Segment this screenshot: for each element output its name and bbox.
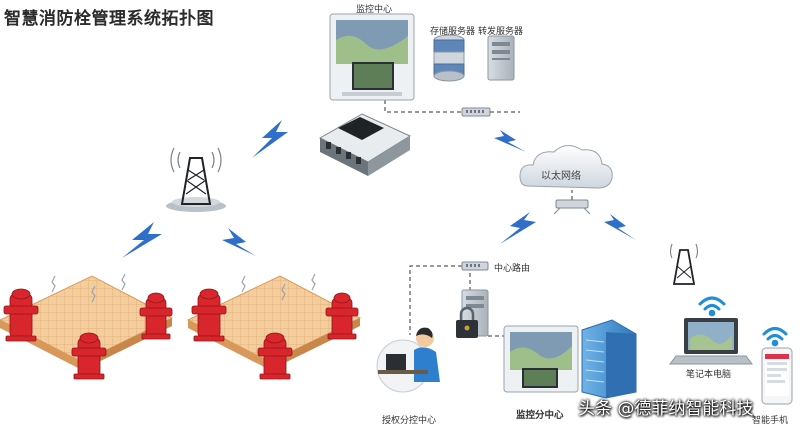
wifi-icon-laptop	[698, 296, 726, 317]
line-monitor-switch	[384, 100, 462, 113]
fire-hydrant-icon	[325, 292, 359, 340]
lightning-icon	[252, 120, 288, 158]
network-switch-top	[461, 107, 491, 117]
monitor-center-video-wall	[329, 13, 415, 101]
radio-tower-left	[166, 147, 226, 212]
network-switch-cloud	[553, 199, 591, 215]
label-center-router: 中心路由	[494, 264, 531, 274]
fire-hydrant-icon	[191, 288, 227, 342]
label-ethernet: 以太网络	[541, 171, 581, 182]
hydrants	[3, 288, 359, 380]
ethernet-cloud-icon	[519, 145, 613, 189]
laptop-icon	[669, 318, 753, 365]
lightning-icon	[122, 222, 162, 258]
lightning-icon	[604, 214, 636, 240]
fire-hydrant-icon	[257, 332, 293, 380]
branch-monitor-screen	[503, 325, 579, 393]
fire-hydrant-icon	[139, 292, 173, 340]
radio-tower-right	[669, 243, 699, 285]
office-building-icon	[581, 319, 637, 399]
label-smartphone: 智能手机	[752, 416, 789, 426]
label-monitor-branch: 监控分中心	[516, 410, 564, 421]
lock-icon	[456, 306, 478, 338]
datacenter-building	[318, 113, 412, 176]
line-router-auth	[409, 265, 462, 335]
forward-server-icon	[487, 35, 515, 81]
label-storage-server: 存储服务器	[430, 27, 476, 37]
lightning-icon	[222, 228, 256, 256]
center-router-icon	[461, 261, 489, 271]
smartphone-icon	[761, 347, 793, 405]
watermark: 头条 @德菲纳智能科技	[578, 399, 754, 419]
label-laptop: 笔记本电脑	[686, 370, 732, 380]
diagram-title: 智慧消防栓管理系统拓扑图	[4, 9, 214, 29]
wireless-links	[122, 120, 636, 258]
signal-marks	[51, 273, 316, 303]
label-monitor-center: 监控中心	[356, 5, 393, 15]
wifi-icon-phone	[762, 327, 788, 347]
label-forward-server: 转发服务器	[478, 27, 524, 37]
fire-hydrant-icon	[3, 288, 39, 342]
fire-hydrant-icon	[71, 332, 107, 380]
lightning-icon	[494, 130, 526, 152]
label-auth-center: 授权分控中心	[382, 416, 437, 426]
lightning-icon	[500, 212, 536, 244]
operator-person-icon	[376, 327, 440, 393]
storage-server-icon	[433, 34, 465, 82]
